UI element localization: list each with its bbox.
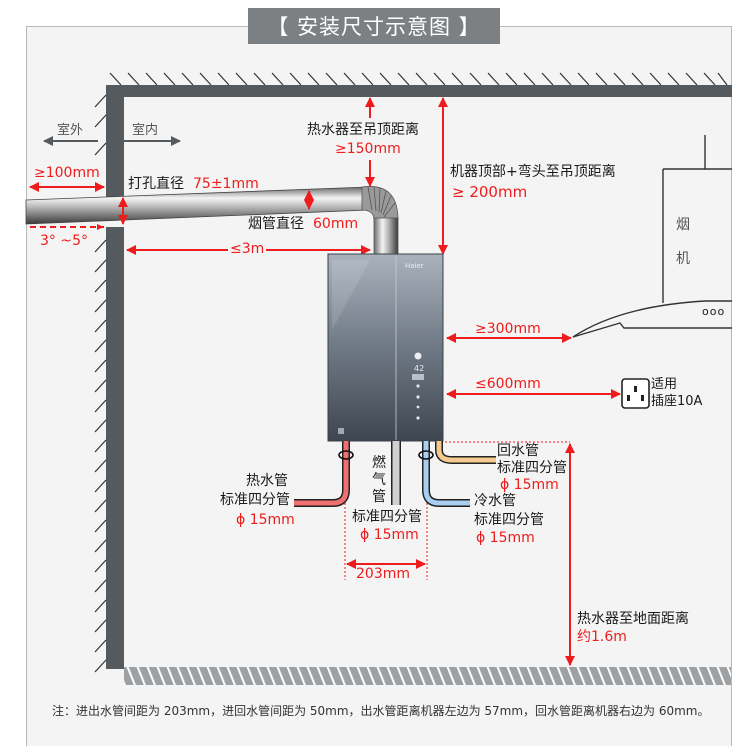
range-hood (572, 135, 732, 338)
heater-ceiling-value: ≥150mm (335, 141, 401, 157)
return-pipe-size: ϕ 15mm (500, 477, 559, 493)
flue-vertical (373, 217, 399, 255)
cold-pipe-clamp (418, 450, 434, 460)
cold-pipe-name: 冷水管 (474, 493, 516, 509)
range-hood-label-1: 烟 (676, 217, 690, 233)
cold-pipe-size: ϕ 15mm (476, 530, 535, 546)
elbow-ceiling-label: 机器顶部+弯头至吊顶距离 (450, 164, 616, 180)
gas-pipe-size: ϕ 15mm (360, 527, 419, 543)
pipe-spacing-label: 203mm (356, 566, 410, 582)
outdoor-label: 室外 (57, 123, 84, 138)
cold-water-pipe (422, 441, 470, 507)
return-pipe-name: 回水管 (497, 443, 539, 459)
hole-diameter-label: 打孔直径 (128, 176, 184, 192)
wall-upper (106, 85, 124, 197)
gas-pipe-name-3: 管 (372, 489, 386, 505)
indoor-label: 室内 (132, 123, 159, 138)
wall-hatch (94, 94, 107, 673)
floor-distance-label: 热水器至地面距离 (577, 611, 689, 627)
hot-water-pipe (294, 441, 350, 507)
hot-pipe-size: ϕ 15mm (236, 512, 295, 528)
floor (124, 667, 731, 685)
water-heater (327, 253, 444, 442)
heater-display: 42 (414, 364, 425, 373)
outside-length-label: ≥100mm (34, 165, 100, 181)
elbow-ceiling-value: ≥ 200mm (452, 183, 528, 201)
hot-pipe-name: 热水管 (246, 473, 288, 489)
heater-ceiling-label: 热水器至吊顶距离 (307, 122, 419, 138)
ceiling (106, 85, 732, 97)
pipe-diameter-value: 60mm (313, 216, 359, 232)
socket-label-2: 插座10A (651, 394, 703, 409)
hole-diameter-value: 75±1mm (193, 176, 259, 192)
elbow-ribs (367, 186, 396, 218)
slope-label: 3° ~5° (40, 233, 88, 249)
socket-distance-label: ≤600mm (475, 376, 541, 392)
gas-pipe-name-1: 燃 (372, 455, 386, 471)
gas-pipe-name-2: 气 (372, 472, 386, 488)
max-length-label: ≤3m (228, 241, 267, 258)
range-hood-label-2: 机 (676, 251, 690, 267)
page-title: 【 安装尺寸示意图 】 (248, 8, 500, 44)
socket-label-1: 适用 (651, 377, 678, 392)
socket-icon (621, 378, 650, 409)
wall-lower (106, 227, 124, 669)
return-pipe-spec: 标准四分管 (497, 460, 567, 476)
ceiling-hatch (109, 72, 728, 86)
footnote: 注：进出水管间距为 203mm，进回水管间距为 50mm，出水管距离机器左边为 … (52, 704, 710, 718)
range-hood-lights: ooo (702, 305, 726, 318)
range-hood-distance-label: ≥300mm (475, 321, 541, 337)
floor-distance-value: 约1.6m (577, 629, 627, 645)
pipe-diameter-label: 烟管直径 (248, 216, 304, 232)
hot-pipe-spec: 标准四分管 (220, 492, 290, 508)
gas-pipe-spec: 标准四分管 (352, 509, 422, 525)
hot-pipe-clamp (338, 450, 354, 460)
cold-pipe-spec: 标准四分管 (474, 512, 544, 528)
heater-brand: Haier (405, 262, 424, 270)
